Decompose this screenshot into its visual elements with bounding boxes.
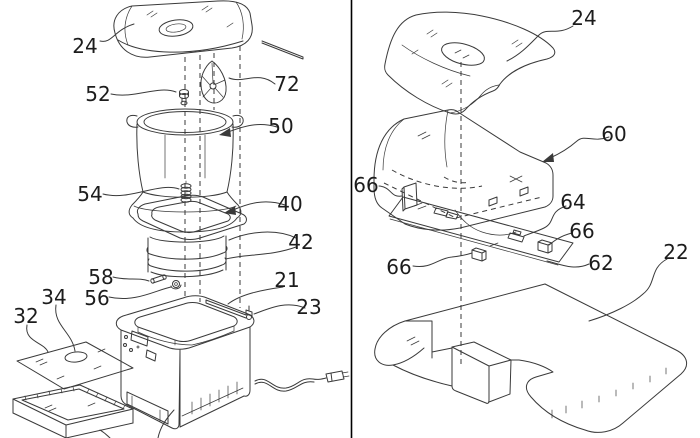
part-label-60: 60	[601, 122, 626, 146]
part-label-54: 54	[77, 182, 102, 206]
part-label-42: 42	[288, 230, 313, 254]
pin-drawing	[150, 274, 167, 284]
right-panel: 24 60 66 64 66 62 66 22	[353, 6, 689, 433]
tray-drawing	[12, 384, 134, 438]
part-label-52: 52	[85, 82, 110, 106]
part-label-24-right: 24	[571, 6, 596, 30]
part-label-56: 56	[84, 286, 109, 310]
part-label-66-c: 66	[386, 255, 411, 279]
part-label-24-left: 24	[72, 34, 97, 58]
leader-lines-right	[378, 25, 668, 322]
part-label-58: 58	[88, 265, 113, 289]
bellows-collar-drawing	[146, 235, 228, 278]
circuit-board-drawing	[388, 196, 574, 266]
grommet-drawing	[170, 280, 182, 290]
kneading-paddle-drawing	[200, 60, 227, 104]
part-label-64: 64	[560, 190, 585, 214]
part-label-72: 72	[274, 72, 299, 96]
part-label-50: 50	[268, 114, 293, 138]
part-label-40: 40	[277, 192, 302, 216]
leader-lines-left	[26, 23, 306, 353]
part-label-62: 62	[588, 251, 613, 275]
plate-drawing	[16, 341, 134, 390]
part-label-66-a: 66	[353, 173, 378, 197]
lid-drawing-right	[384, 11, 556, 115]
spring-drawing	[180, 180, 192, 203]
part-label-23: 23	[296, 295, 321, 319]
lower-housing-drawing	[374, 283, 688, 433]
part-label-66-b: 66	[569, 219, 594, 243]
rod-drawing	[261, 40, 304, 60]
lid-drawing-left	[113, 0, 253, 58]
inner-housing-drawing	[373, 109, 554, 231]
part-label-32: 32	[13, 304, 38, 328]
part-label-21: 21	[274, 268, 299, 292]
left-panel: 24 52 72 50 54 40 42 58 56 34 32 21 23	[12, 0, 350, 438]
seal-frame-drawing	[136, 194, 247, 240]
main-body-drawing	[99, 295, 350, 438]
part-label-34: 34	[41, 285, 66, 309]
knob-drawing	[179, 89, 189, 106]
part-label-22: 22	[663, 240, 688, 264]
